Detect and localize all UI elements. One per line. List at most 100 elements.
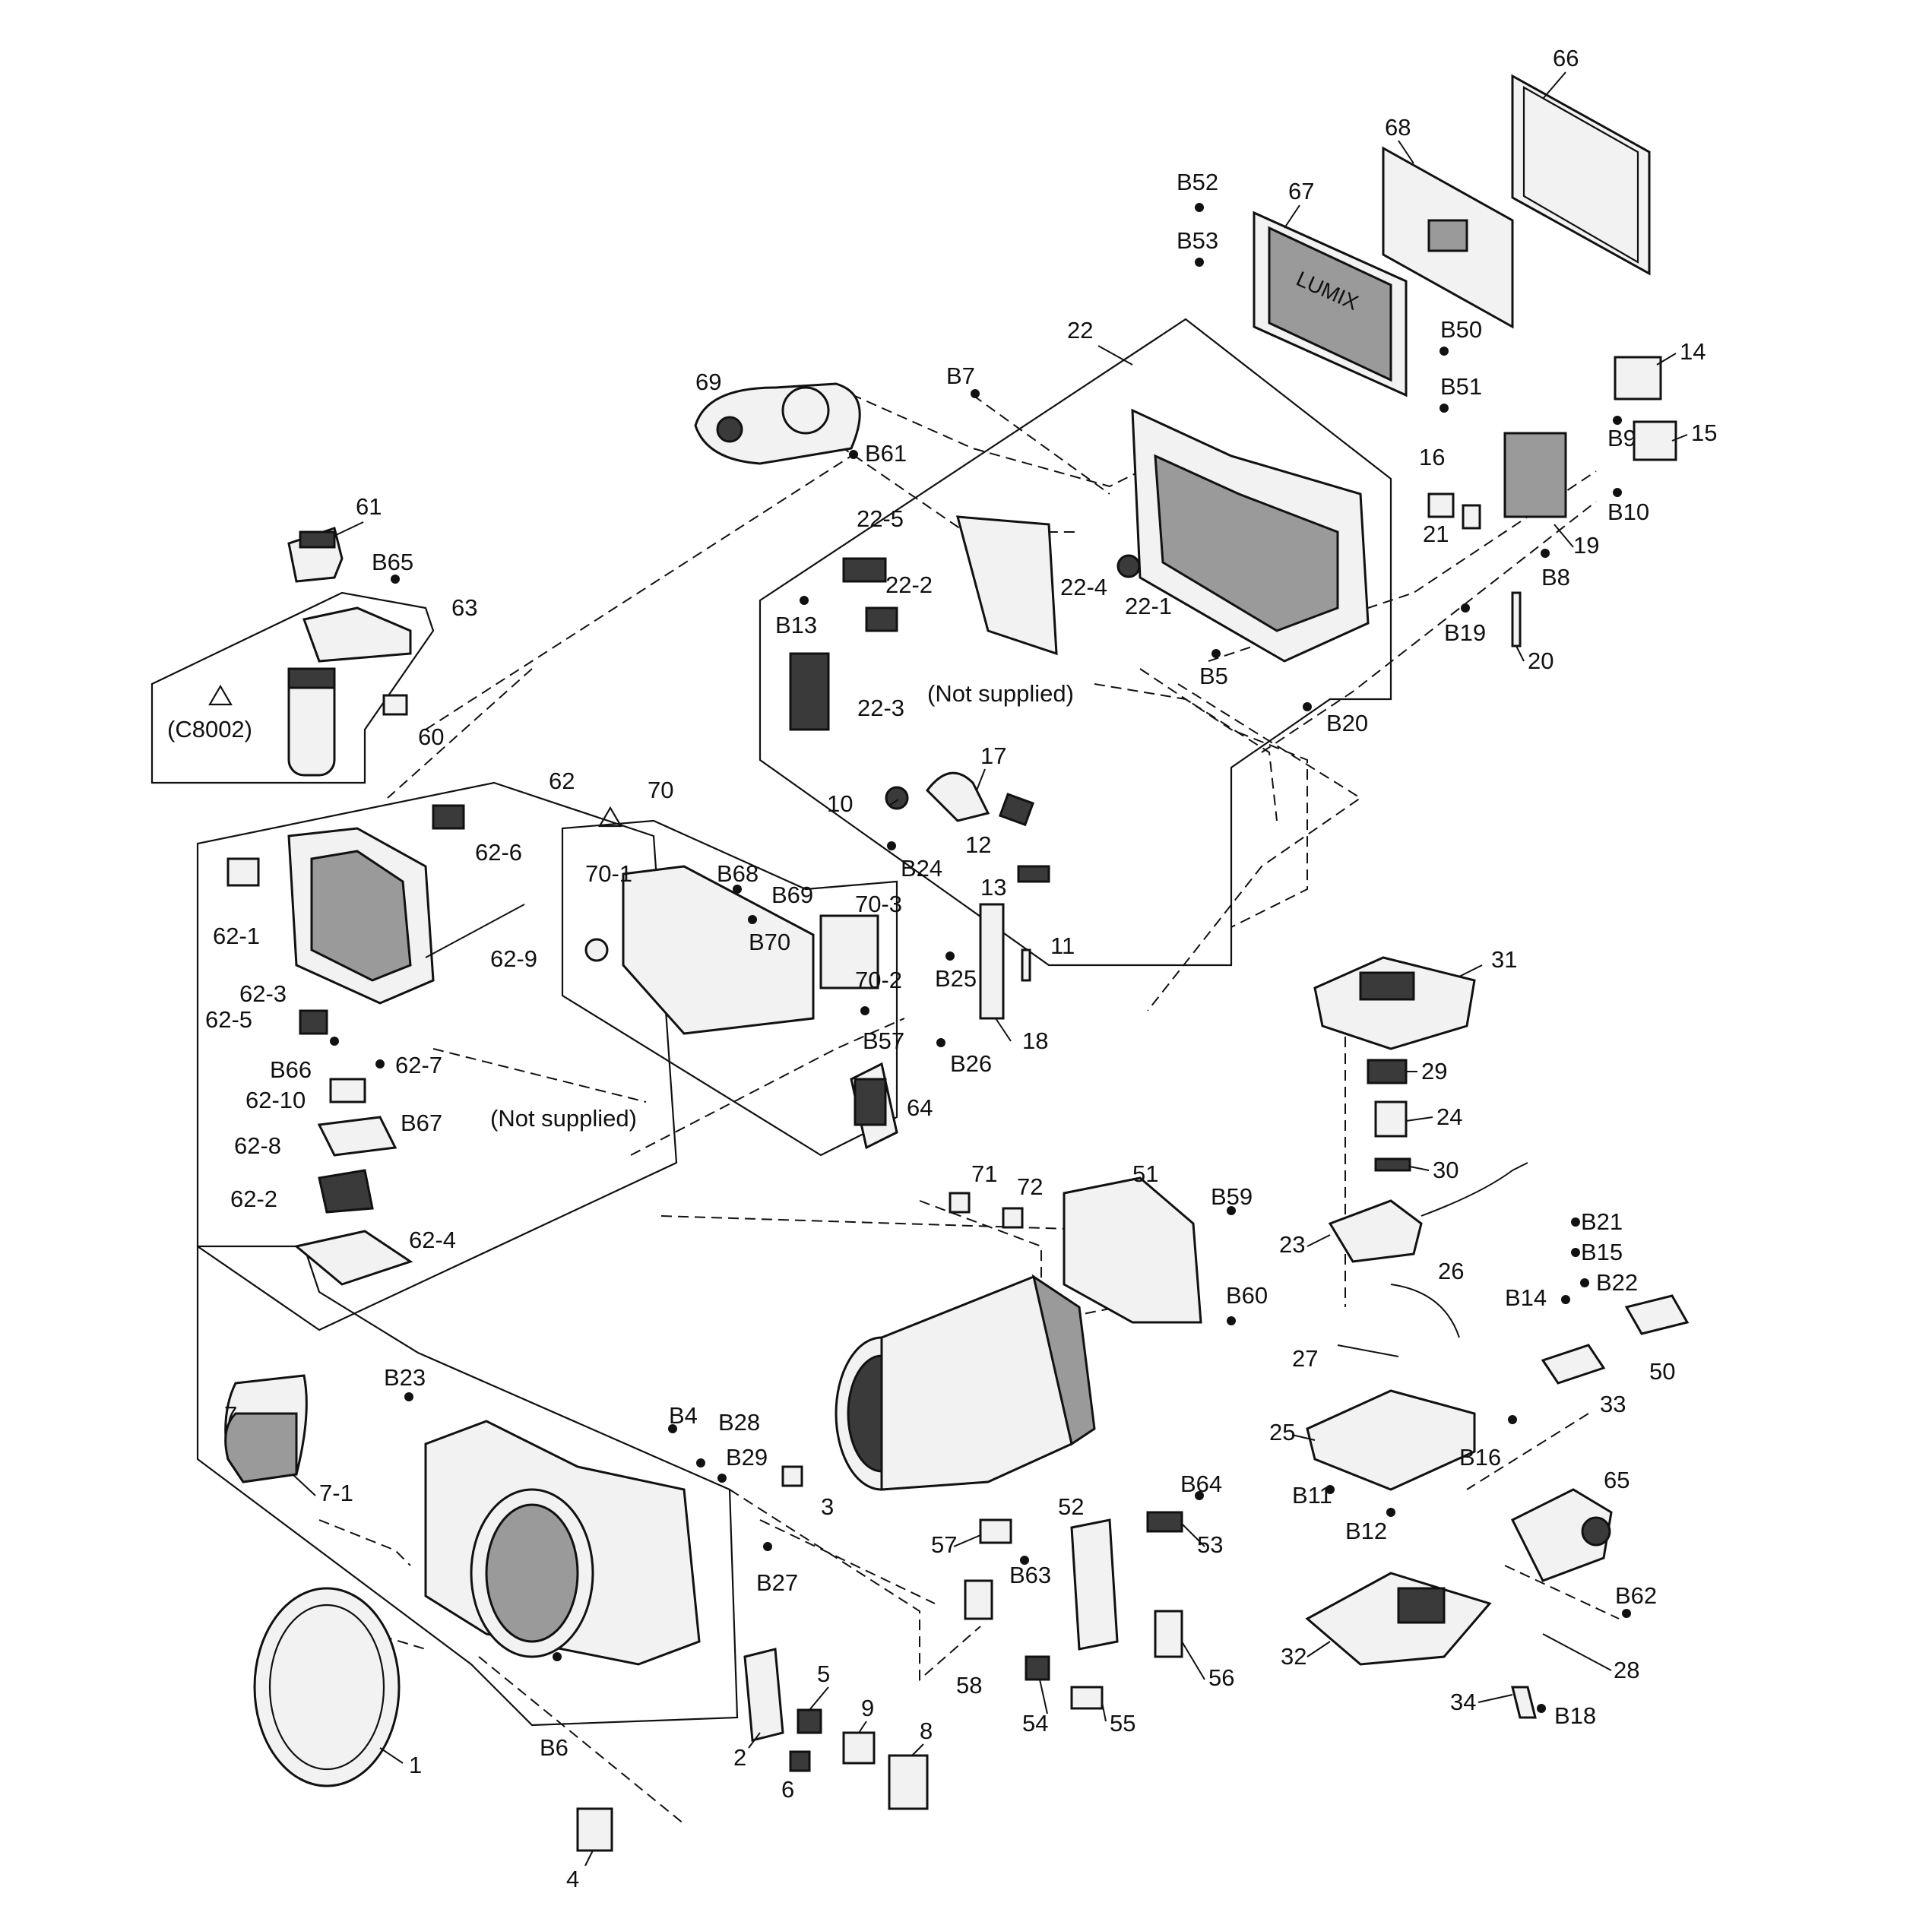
part-labels: 66 68 67 B52 B53 B50 B51 69 B61 B7 14 15… [167,45,1717,1892]
part-label: B65 [372,549,413,575]
part-label: 70-1 [585,860,632,887]
part-label: 2 [733,1744,746,1771]
part-label: 62-4 [409,1227,456,1253]
part-label: 62-6 [475,839,522,866]
part-22-2 [865,606,898,632]
part-label: 54 [1022,1710,1048,1737]
part-62-3 [299,1009,328,1035]
part-23 [1328,1162,1528,1263]
alignment-line [318,1519,411,1566]
part-26 [1390,1284,1460,1338]
part-label: B51 [1440,373,1482,400]
part-lens-barrel [835,1274,1096,1491]
group-label-70: 70 [648,777,673,803]
part-label: 28 [1614,1657,1639,1683]
part-70-3 [819,914,879,989]
part-62-10 [329,1078,366,1103]
warning-icon [208,684,233,706]
part-58 [964,1579,993,1620]
part-64-side-door [850,1062,898,1150]
part-label: 62-10 [245,1087,306,1113]
part-label: 22-4 [1060,574,1107,600]
part-66-lcd-frame [1511,74,1651,276]
part-label: 64 [907,1094,933,1121]
part-label: B67 [401,1110,442,1136]
part-label: 5 [817,1661,830,1687]
part-55 [1070,1686,1104,1710]
part-27 [1337,1344,1399,1357]
part-51-lens-cover [1063,1176,1202,1324]
group-outline-63 [150,591,435,784]
part-label: 62-1 [213,923,260,949]
part-label: B70 [749,929,790,955]
part-label: 22-1 [1125,593,1172,619]
group-label-7: 7 [224,1401,237,1428]
alignment-line [432,1048,647,1103]
part-label: 14 [1680,338,1706,365]
part-label: 57 [931,1531,957,1558]
part-62-1 [226,857,260,887]
alignment-line [660,1215,1141,1232]
part-13 [1017,865,1050,883]
part-label: 18 [1022,1027,1048,1054]
part-69-top-cover [694,382,861,465]
part-62-2 [318,1169,374,1214]
part-4 [576,1807,613,1852]
part-21 [1462,504,1481,530]
part-63-plate [302,606,412,663]
part-label: B59 [1211,1183,1253,1210]
part-label: B60 [1226,1282,1268,1309]
part-label: B62 [1615,1582,1657,1609]
part-label: 26 [1438,1258,1464,1284]
part-22-3 [789,652,830,731]
part-label: 62-9 [490,945,537,972]
part-32-base-plate [1305,1572,1492,1666]
part-7-grip [224,1374,308,1483]
part-label: 19 [1573,532,1599,559]
part-22-sub-plate [956,515,1058,656]
part-12 [998,793,1034,827]
part-52-bracket [1070,1518,1119,1651]
part-68-lcd-panel [1382,146,1514,329]
part-label: B64 [1180,1471,1222,1497]
part-3 [781,1465,803,1487]
alignment-line [1261,501,1597,753]
group-outline-62 [196,781,678,1331]
warning-icon [598,806,622,828]
part-front-body [424,1420,701,1666]
part-6 [789,1750,811,1772]
part-label: 29 [1421,1058,1447,1084]
part-62-flash-unit [287,827,435,1005]
part-14 [1614,356,1662,401]
part-label: 23 [1279,1231,1305,1258]
part-label: 62-7 [395,1052,442,1078]
part-label: 61 [356,493,382,520]
part-label: B13 [775,612,817,638]
part-label: B69 [771,882,813,908]
part-label: 31 [1491,946,1517,973]
part-label: 60 [418,723,444,750]
part-label: 34 [1450,1689,1476,1715]
part-22-5 [842,557,887,583]
part-label: B25 [935,965,977,992]
part-label: 3 [821,1493,834,1520]
part-label: 22-3 [857,695,904,721]
part-24 [1374,1100,1408,1138]
part-label: 22-2 [885,571,933,598]
part-label: 24 [1436,1103,1462,1130]
part-label: 16 [1419,444,1445,470]
part-65-hdmi-block [1510,1488,1613,1582]
part-30 [1374,1157,1411,1172]
part-label: B57 [863,1027,904,1054]
part-70-circuit-board [584,865,815,1035]
part-2 [743,1648,784,1742]
part-label: (Not supplied) [490,1105,637,1132]
part-label: B50 [1440,316,1482,343]
part-label: B28 [718,1409,760,1436]
part-label: B14 [1505,1284,1547,1311]
part-label: B68 [717,860,759,887]
group-outline-22 [759,318,1392,967]
part-label: B12 [1345,1518,1387,1544]
part-5 [797,1708,822,1734]
